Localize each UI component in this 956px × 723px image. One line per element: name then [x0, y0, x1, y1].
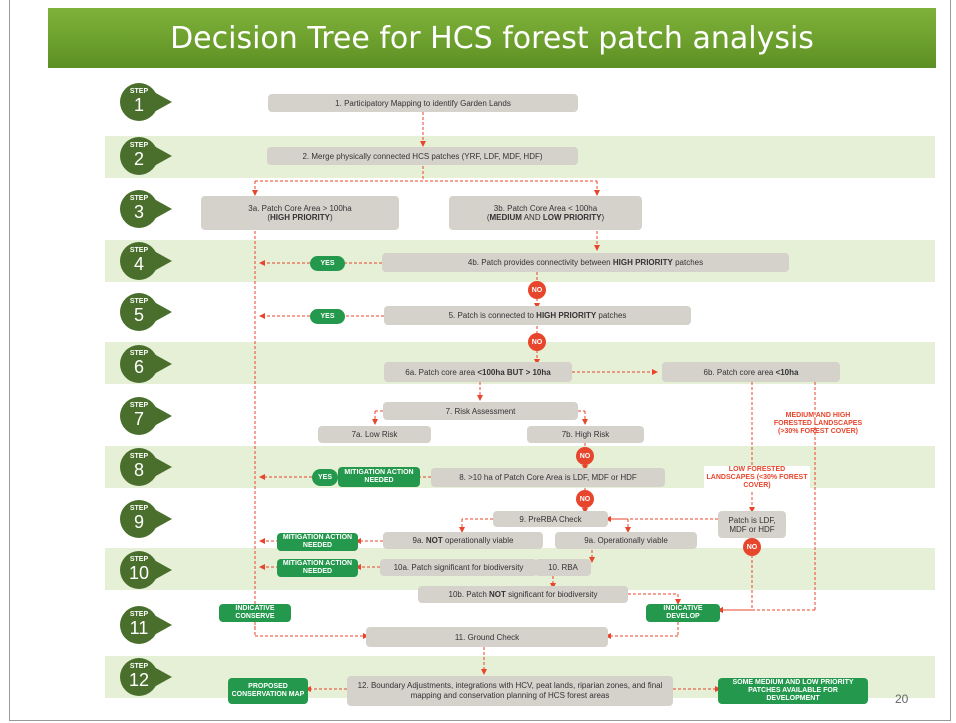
page-number: 20 [895, 692, 909, 706]
box-step-7: 7. Risk Assessment [383, 402, 578, 420]
box-step-5: 5. Patch is connected to HIGH PRIORITY p… [384, 306, 691, 325]
box-step-7a: 7a. Low Risk [318, 426, 431, 443]
box-step-4b: 4b. Patch provides connectivity between … [382, 253, 789, 272]
some-patches-box: SOME MEDIUM AND LOW PRIORITY PATCHES AVA… [718, 678, 868, 704]
box-step-6b: 6b. Patch core area <10ha [662, 362, 840, 382]
mitigation-box-step-9: MITIGATION ACTION NEEDED [277, 533, 358, 551]
box-step-9a-not-viable: 9a. NOT operationally viable [383, 532, 543, 549]
box-step-6a: 6a. Patch core area <100ha BUT > 10ha [384, 362, 572, 382]
slide-title: Decision Tree for HCS forest patch analy… [48, 8, 936, 68]
box-step-9-ldf: Patch is LDF, MDF or HDF [718, 511, 786, 538]
no-badge-step-5: NO [528, 333, 546, 351]
yes-pill-step-8: YES [312, 469, 338, 486]
mitigation-box-step-8: MITIGATION ACTION NEEDED [338, 467, 420, 487]
indicative-develop-box: INDICATIVE DEVELOP [646, 604, 720, 622]
box-step-10b: 10b. Patch NOT significant for biodivers… [418, 586, 628, 603]
no-badge-step-9: NO [743, 538, 761, 556]
box-step-9a-viable: 9a. Operationally viable [555, 532, 697, 549]
box-step-12: 12. Boundary Adjustments, integrations w… [347, 676, 673, 706]
mitigation-box-step-10: MITIGATION ACTION NEEDED [277, 559, 358, 577]
box-step-2: 2. Merge physically connected HCS patche… [267, 147, 578, 165]
no-badge-step-8: NO [576, 490, 594, 508]
box-step-8: 8. >10 ha of Patch Core Area is LDF, MDF… [431, 468, 665, 487]
low-forested-landscapes-label: LOW FORESTED LANDSCAPES (<30% FOREST COV… [704, 466, 810, 490]
no-badge-step-7: NO [576, 447, 594, 465]
medium-high-landscapes-label: MEDIUM AND HIGH FORESTED LANDSCAPES (>30… [773, 412, 863, 435]
box-step-9: 9. PreRBA Check [493, 511, 608, 527]
box-step-11: 11. Ground Check [366, 627, 608, 647]
indicative-conserve-box: INDICATIVE CONSERVE [219, 604, 291, 622]
no-badge-step-4: NO [528, 281, 546, 299]
slide-frame [9, 0, 951, 721]
box-step-3b: 3b. Patch Core Area < 100ha(MEDIUM AND L… [449, 196, 642, 230]
box-step-10a: 10a. Patch significant for biodiversity [380, 559, 537, 576]
yes-pill-step-4: YES [310, 256, 345, 271]
box-step-3a: 3a. Patch Core Area > 100ha(HIGH PRIORIT… [201, 196, 399, 230]
yes-pill-step-5: YES [310, 309, 345, 324]
box-step-7b: 7b. High Risk [527, 426, 644, 443]
box-step-10: 10. RBA [535, 559, 591, 576]
box-step-1: 1. Participatory Mapping to identify Gar… [268, 94, 578, 112]
proposed-map-box: PROPOSED CONSERVATION MAP [228, 678, 308, 704]
